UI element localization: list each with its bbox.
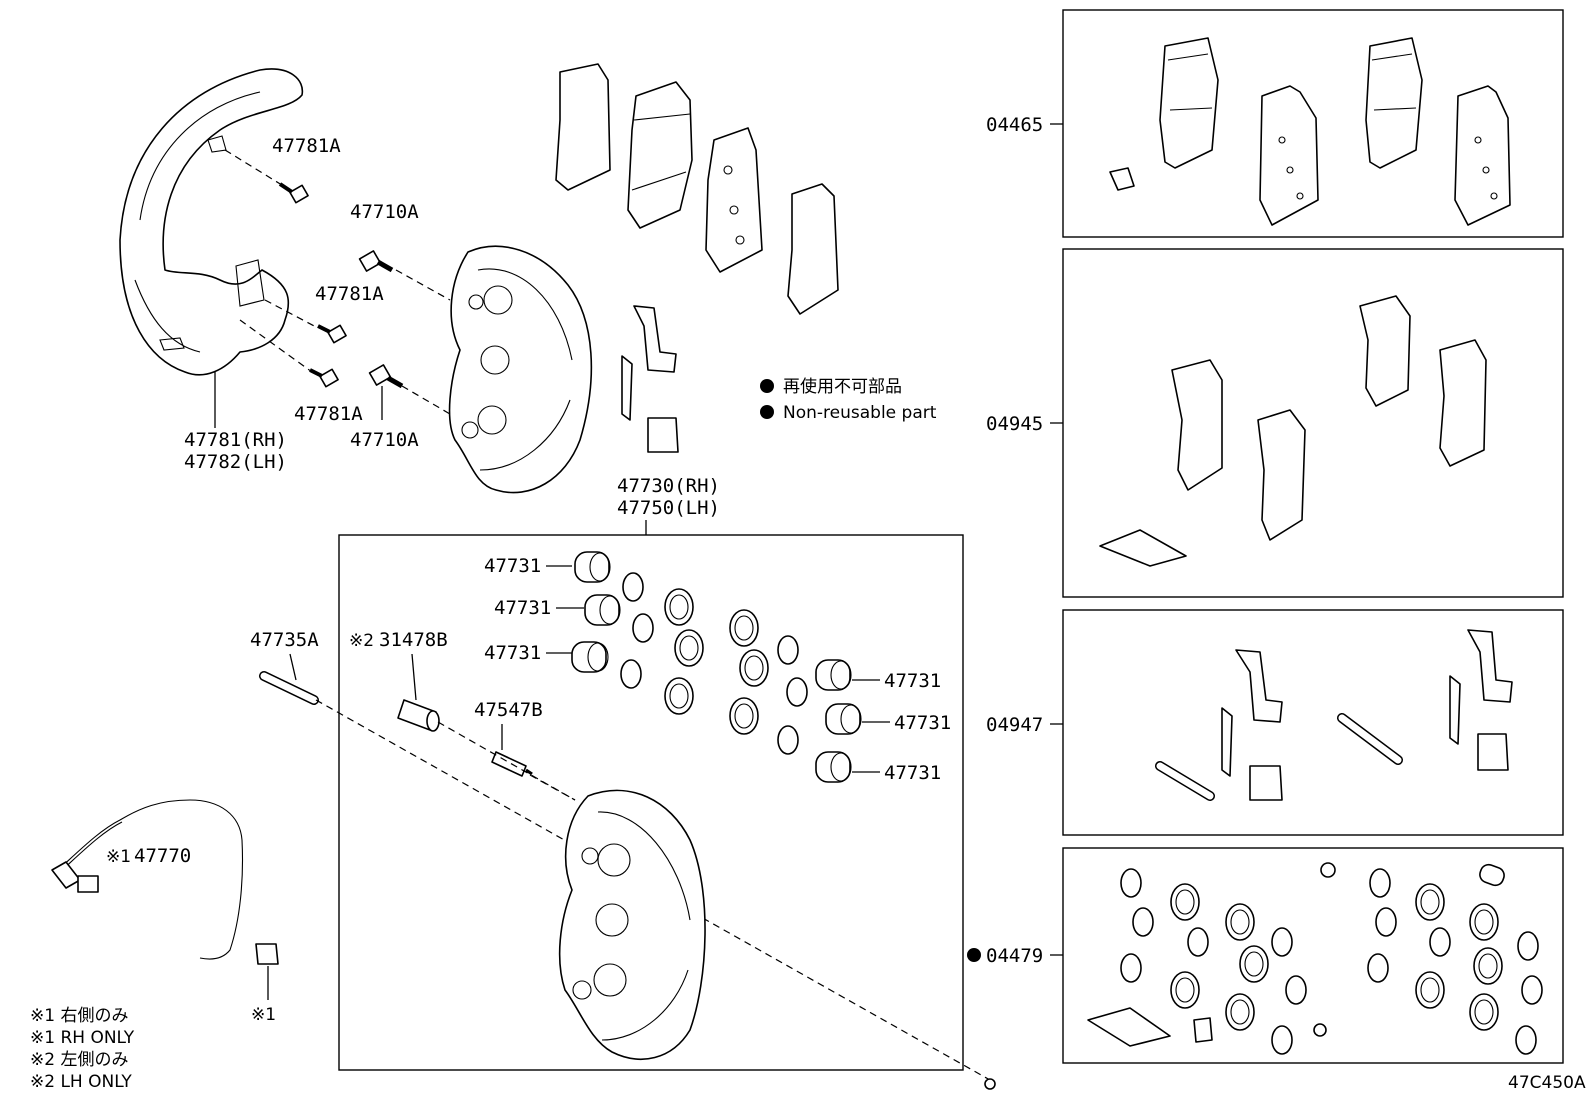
kit-04465-pads [1109,37,1511,226]
diagram-code: 47C450A [1508,1073,1586,1093]
note-2-en: ※2 LH ONLY [30,1072,132,1092]
pistons-right [815,659,862,783]
label-47731-a: 47731 [484,555,541,577]
pin-47735A [260,672,318,704]
label-47781A-top: 47781A [272,135,341,157]
bolt-47781A-low [309,368,339,388]
kit-04945-shims [1099,295,1487,567]
label-47731-b: 47731 [494,597,551,619]
legend-en: Non-reusable part [783,403,937,423]
label-47781-rh: 47781(RH) [184,429,287,451]
caliper-assembly-box [338,534,964,1071]
label-47731-d: 47731 [884,670,941,692]
label-47770: 47770 [134,845,191,867]
kit-04947-clips-pins [1155,629,1513,801]
kit-label-04945: 04945 [986,413,1043,435]
label-47731-f: 47731 [884,762,941,784]
kit-label-04479: 04479 [986,945,1043,967]
kit-04479-seals [1087,862,1543,1055]
label-47731-c: 47731 [484,642,541,664]
label-47710A-low: 47710A [350,429,419,451]
label-47781A-low: 47781A [294,403,363,425]
bolt-47781A-top [278,182,309,204]
label-47782-lh: 47782(LH) [184,451,287,473]
end-cap-icon [984,1078,996,1090]
label-47731-e: 47731 [894,712,951,734]
legend-bullet-icon-en [760,405,774,419]
wear-sensor-47770 [51,799,279,965]
caliper-seals [620,572,808,755]
upper-pad-set [555,63,839,453]
label-47547B: 47547B [474,699,543,721]
note-1-en: ※1 RH ONLY [30,1028,135,1048]
bolt-47781A-mid [317,324,347,344]
pistons-left [571,551,621,673]
non-reusable-bullet-icon [967,948,981,962]
label-47770-mark: ※1 [106,847,131,867]
label-31478B: 31478B [379,629,448,651]
label-31478B-mark: ※2 [349,631,374,651]
kit-label-04465: 04465 [986,114,1043,136]
label-47781A-mid: 47781A [315,283,384,305]
label-47735A: 47735A [250,629,319,651]
note-1-jp: ※1 右側のみ [30,1006,128,1026]
sleeve-31478B [397,699,440,732]
lower-caliper [558,789,706,1060]
label-sensor-clip-mark: ※1 [251,1005,276,1025]
label-47750-lh: 47750(LH) [617,497,720,519]
kit-label-04947: 04947 [986,714,1043,736]
bolt-47710A-low [368,364,404,389]
legend-jp: 再使用不可部品 [783,376,902,397]
dust-shield [119,68,304,376]
upper-caliper [448,245,593,494]
note-2-jp: ※2 左側のみ [30,1050,128,1070]
label-47730-rh: 47730(RH) [617,475,720,497]
label-47710A-top: 47710A [350,201,419,223]
legend-bullet-icon-jp [760,379,774,393]
bolt-47710A-top [358,250,394,273]
kit-box-04947 [1062,609,1564,836]
